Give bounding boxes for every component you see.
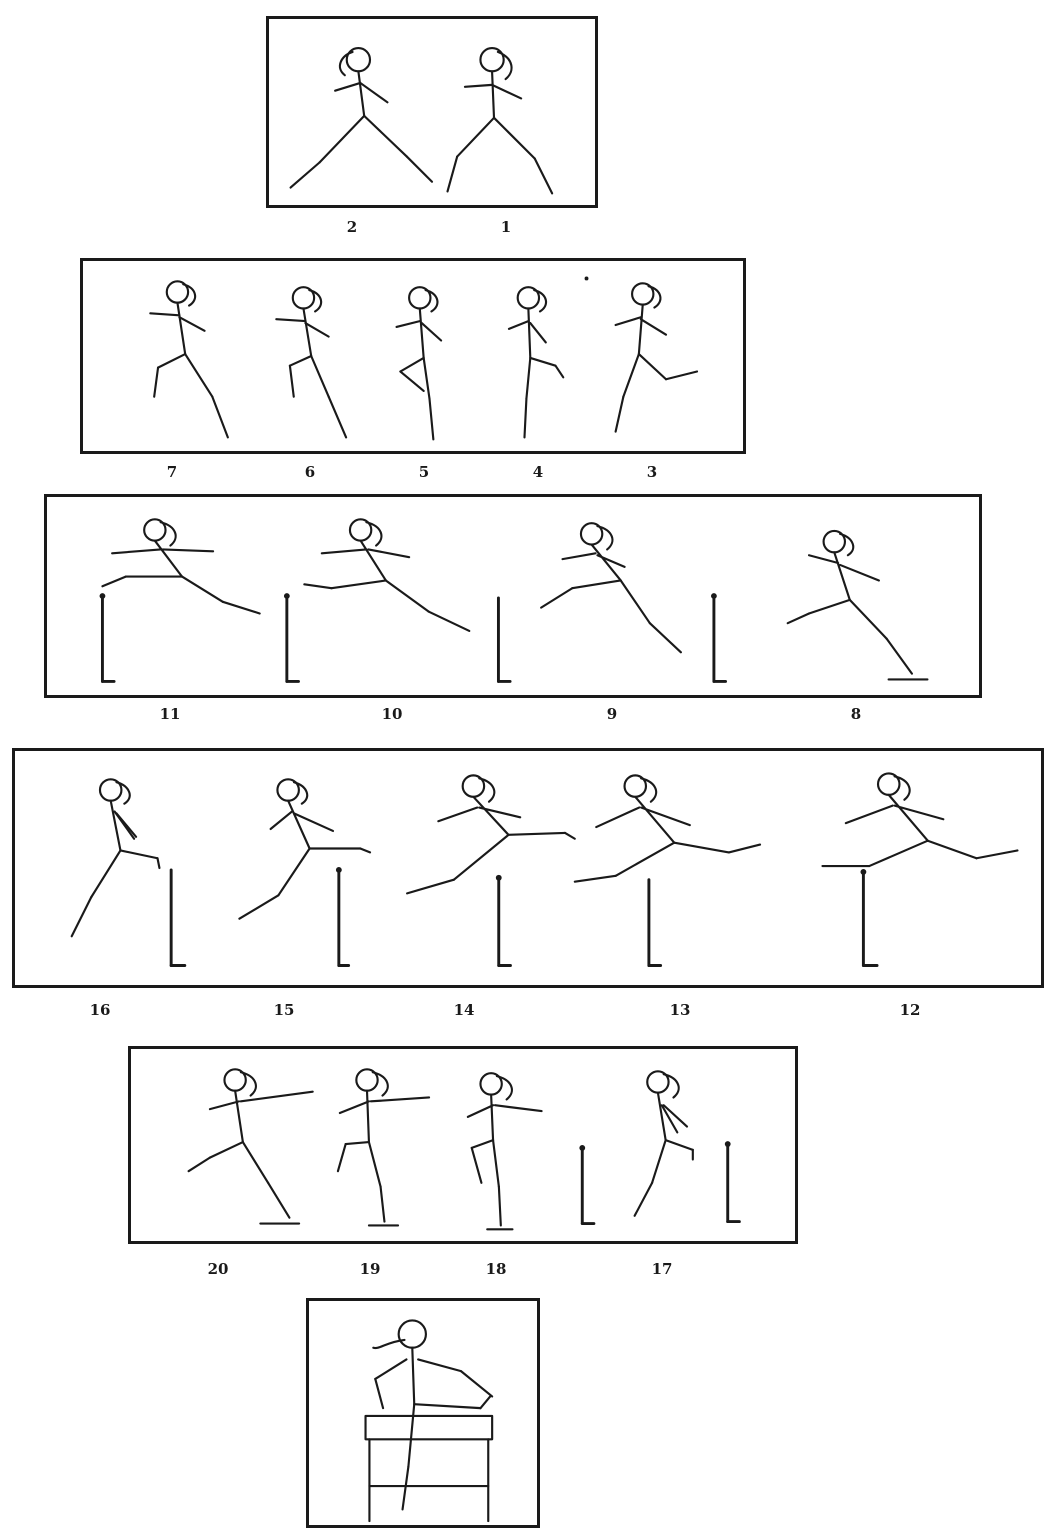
hurdle (100, 593, 115, 681)
panel-row-1 (266, 16, 598, 208)
frame-label: 4 (533, 463, 543, 481)
panel-row-3-drawing (47, 497, 979, 695)
hurdler-figure (575, 775, 760, 881)
frame-label: 15 (274, 1001, 295, 1019)
hurdle (649, 880, 661, 966)
panel-row-2 (80, 258, 746, 454)
hurdle (284, 593, 299, 681)
frame-label: 10 (382, 705, 403, 723)
hurdler-figure (788, 531, 928, 680)
hurdler-figure (189, 1069, 313, 1223)
frame-label: 19 (360, 1260, 381, 1278)
frame-label: 20 (208, 1260, 229, 1278)
frame-label: 13 (670, 1001, 691, 1019)
frame-label: 6 (305, 463, 315, 481)
hurdler-figure (616, 283, 697, 431)
panel-row-3 (44, 494, 982, 698)
hurdle (579, 1145, 594, 1224)
hurdle (336, 867, 349, 965)
frame-label: 3 (647, 463, 657, 481)
hurdler-figure (448, 48, 553, 193)
frame-label: 2 (347, 218, 357, 236)
hurdle (498, 598, 510, 681)
frame-label: 9 (607, 705, 617, 723)
panel-row-6-drawing (309, 1301, 537, 1525)
hurdler-figure (150, 281, 228, 437)
hurdle (496, 875, 511, 966)
frame-label: 14 (454, 1001, 475, 1019)
hurdler-figure (239, 779, 370, 918)
frame-label: 5 (419, 463, 429, 481)
frame-label: 8 (851, 705, 861, 723)
panel-row-5 (128, 1046, 798, 1244)
frame-label: 11 (160, 705, 181, 723)
hurdler-figure (468, 1073, 542, 1229)
hurdler-figure (407, 775, 575, 893)
panel-row-2-drawing (83, 261, 743, 451)
frame-label: 18 (486, 1260, 507, 1278)
hurdler-figure (635, 1071, 693, 1215)
hurdler-figure (102, 519, 259, 613)
frame-label: 12 (900, 1001, 921, 1019)
hurdler-figure (72, 779, 160, 936)
panel-row-1-drawing (269, 19, 595, 205)
hurdler-figure (338, 1069, 429, 1225)
hurdle (860, 869, 877, 966)
hurdler-figure (304, 519, 469, 631)
hurdler-figure (822, 773, 1017, 866)
frame-label: 7 (167, 463, 177, 481)
panel-row-5-drawing (131, 1049, 795, 1241)
panel-row-4 (12, 748, 1044, 988)
hurdle (725, 1141, 740, 1221)
hurdler-figure (509, 287, 563, 437)
hurdler-figure (276, 287, 346, 437)
hurdler-figure (291, 48, 432, 188)
hurdle (171, 870, 185, 966)
panel-row-4-drawing (15, 751, 1041, 985)
panel-row-6 (306, 1298, 540, 1528)
frame-label: 17 (652, 1260, 673, 1278)
frame-label: 1 (501, 218, 511, 236)
hurdler-figure (541, 523, 681, 652)
hurdle (711, 593, 726, 681)
hurdler-figure (397, 287, 442, 439)
frame-label: 16 (90, 1001, 111, 1019)
hurdle-box (366, 1416, 493, 1521)
